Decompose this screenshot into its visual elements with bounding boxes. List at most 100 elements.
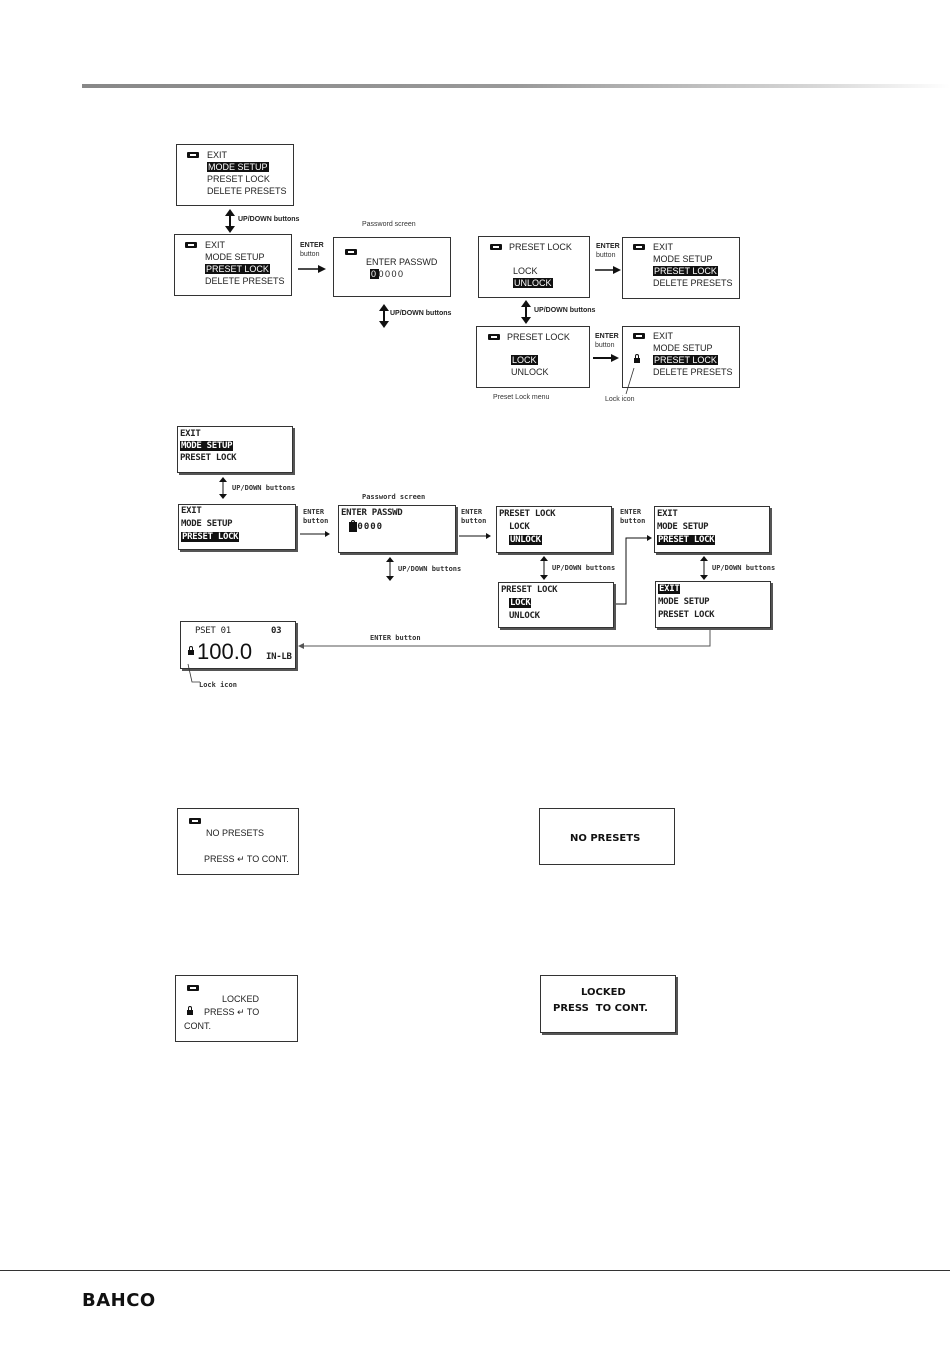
preset-number: PSET 01 <box>195 626 231 636</box>
menu-mode-setup: MODE SETUP <box>653 343 713 353</box>
menu-preset-lock: PRESET LOCK <box>207 174 270 184</box>
button-label: button <box>300 251 320 258</box>
lock-option: LOCK <box>509 598 532 608</box>
lock-menu-title: PRESET LOCK <box>499 509 556 519</box>
locked-screen-thin: LOCKED PRESS ↵ TO CONT. <box>175 975 298 1042</box>
button-label: button <box>303 517 329 525</box>
press-to-continue: PRESS ↵ TO CONT. <box>204 854 289 864</box>
updown-arrow <box>700 556 708 580</box>
header-rule <box>82 84 950 88</box>
updown-label: UP/DOWN buttons <box>238 216 300 223</box>
preset-lock-menu-caption: Preset Lock menu <box>493 394 550 401</box>
lock-icon <box>187 1006 193 1015</box>
lock-icon-caption: Lock icon <box>199 681 237 689</box>
updown-arrow <box>225 209 235 233</box>
menu-exit: EXIT <box>653 331 674 341</box>
no-presets-screen-bold: NO PRESETS <box>539 808 675 865</box>
updown-label: UP/DOWN buttons <box>398 565 462 573</box>
battery-icon <box>187 152 199 158</box>
lock-menu-screen-lock: PRESET LOCK LOCK UNLOCK <box>476 326 590 388</box>
enter-key-icon: ↵ <box>237 1007 245 1017</box>
menu-screen-a3: EXIT MODE SETUP PRESET LOCK DELETE PRESE… <box>622 237 740 299</box>
password-prompt: ENTER PASSWD <box>366 257 438 267</box>
connector-line <box>616 535 652 605</box>
lock-menu-title: PRESET LOCK <box>509 242 572 252</box>
enter-connector <box>298 630 711 649</box>
updown-label: UP/DOWN buttons <box>712 564 776 572</box>
battery-icon <box>633 333 645 339</box>
no-presets-text: NO PRESETS <box>206 828 265 838</box>
battery-icon <box>490 244 502 250</box>
lock-icon-leader <box>187 663 200 683</box>
lock-icon <box>188 646 194 655</box>
menu-mode-setup: MODE SETUP <box>657 522 709 532</box>
menu-preset-lock: PRESET LOCK <box>180 453 237 463</box>
battery-icon <box>345 249 357 255</box>
lock-menu-title: PRESET LOCK <box>507 332 570 342</box>
password-screen-b: ENTER PASSWD 0000 <box>338 505 456 553</box>
menu-exit: EXIT <box>207 150 228 160</box>
menu-exit: EXIT <box>205 240 226 250</box>
menu-delete-presets: DELETE PRESETS <box>207 186 287 196</box>
right-arrow <box>595 266 621 274</box>
enter-label: ENTER <box>620 508 642 516</box>
menu-mode-setup: MODE SETUP <box>181 519 233 529</box>
right-arrow <box>593 354 619 362</box>
enter-label: ENTER <box>596 243 620 250</box>
menu-screen-a2: EXIT MODE SETUP PRESET LOCK DELETE PRESE… <box>174 234 292 296</box>
updown-arrow <box>219 477 227 499</box>
menu-exit: EXIT <box>181 506 202 516</box>
menu-screen-b2: EXIT MODE SETUP PRESET LOCK <box>178 504 296 550</box>
lock-option: LOCK <box>513 266 538 276</box>
unlock-option: UNLOCK <box>511 367 549 377</box>
menu-exit: EXIT <box>658 584 681 594</box>
cont-text: CONT. <box>184 1021 211 1031</box>
updown-label: UP/DOWN buttons <box>390 310 452 317</box>
lock-menu-screen-b-unlock: PRESET LOCK LOCK UNLOCK <box>496 506 612 553</box>
updown-label: UP/DOWN buttons <box>552 564 616 572</box>
updown-label: UP/DOWN buttons <box>232 484 296 492</box>
menu-preset-lock: PRESET LOCK <box>658 610 715 620</box>
menu-screen-a1: EXIT MODE SETUP PRESET LOCK DELETE PRESE… <box>176 144 294 206</box>
measurement-screen: PSET 01 03 100.0 IN-LB <box>180 621 296 669</box>
updown-label: UP/DOWN buttons <box>534 307 596 314</box>
updown-arrow <box>521 300 531 324</box>
updown-arrow <box>379 304 389 328</box>
battery-icon <box>488 334 500 340</box>
password-digits: 0000 <box>349 522 383 533</box>
locked-text: LOCKED <box>581 987 626 998</box>
password-screen-a: ENTER PASSWD 00000 <box>333 237 451 297</box>
password-prompt: ENTER PASSWD <box>341 508 403 518</box>
menu-preset-lock: PRESET LOCK <box>657 535 716 545</box>
unlock-option: UNLOCK <box>509 611 540 621</box>
footer-rule <box>0 1270 950 1271</box>
no-presets-text: NO PRESETS <box>570 833 641 844</box>
battery-icon <box>633 244 645 250</box>
unlock-option: UNLOCK <box>513 278 553 288</box>
enter-label: ENTER <box>303 508 325 516</box>
battery-icon <box>189 818 201 824</box>
button-label: button <box>595 342 615 349</box>
updown-arrow <box>386 557 394 581</box>
lock-icon-caption: Lock icon <box>605 396 635 403</box>
menu-preset-lock: PRESET LOCK <box>181 532 240 542</box>
password-digits: 00000 <box>370 269 405 279</box>
lock-option: LOCK <box>511 355 538 365</box>
right-arrow <box>298 265 326 273</box>
menu-preset-lock: PRESET LOCK <box>205 264 270 274</box>
preset-count: 03 <box>271 626 282 636</box>
menu-delete-presets: DELETE PRESETS <box>653 278 733 288</box>
enter-key-icon: ↵ <box>237 854 245 864</box>
menu-screen-b3: EXIT MODE SETUP PRESET LOCK <box>654 506 770 553</box>
right-arrow <box>300 531 330 537</box>
password-screen-caption: Password screen <box>362 493 426 501</box>
right-arrow <box>459 533 491 539</box>
menu-preset-lock: PRESET LOCK <box>653 355 718 365</box>
lock-icon-leader <box>625 367 635 395</box>
locked-text: LOCKED <box>222 994 260 1004</box>
password-screen-caption: Password screen <box>362 221 416 228</box>
press-to-text: PRESS ↵ TO <box>204 1007 260 1017</box>
menu-exit: EXIT <box>657 509 678 519</box>
press-to-continue: PRESS TO CONT. <box>553 1003 648 1014</box>
menu-delete-presets: DELETE PRESETS <box>205 276 285 286</box>
